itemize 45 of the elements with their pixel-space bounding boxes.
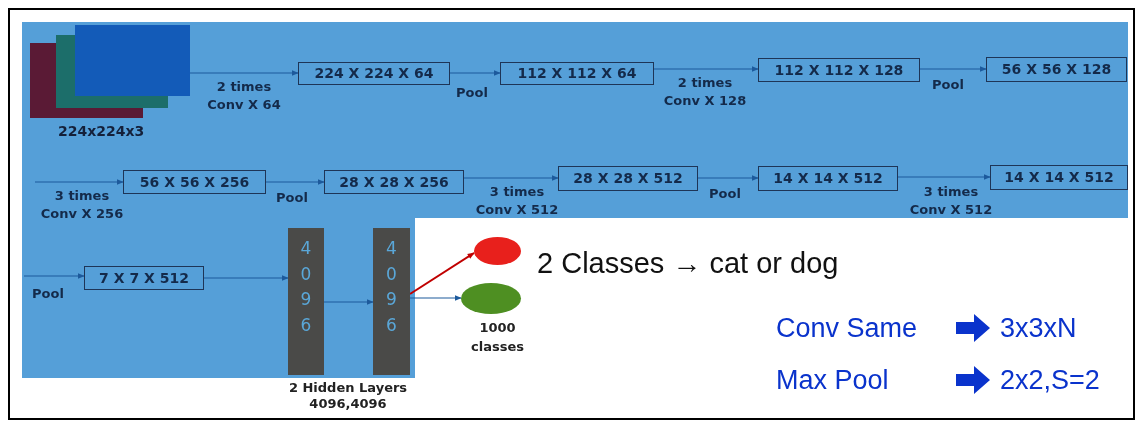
- note-text: Conv Same: [776, 312, 919, 345]
- arrow: [449, 70, 501, 76]
- arrow: [409, 252, 475, 295]
- tensor-shape-box: 56 X 56 X 256: [123, 170, 266, 194]
- tensor-shape-box: 14 X 14 X 512: [758, 166, 898, 191]
- arrow: [697, 175, 759, 181]
- tensor-shape-box: 28 X 28 X 256: [324, 170, 464, 194]
- arrow: [919, 66, 987, 72]
- arrow: [203, 275, 289, 281]
- arrow: [653, 66, 759, 72]
- tensor-shape-box: 112 X 112 X 128: [758, 58, 920, 82]
- edge-label: 2 times Conv X 64: [206, 78, 282, 114]
- tensor-shape-box: 7 X 7 X 512: [84, 266, 204, 290]
- arrow: [265, 179, 325, 185]
- note-text: 2x2,S=2: [1000, 364, 1101, 397]
- tensor-shape-box: 28 X 28 X 512: [558, 166, 698, 191]
- edge-label: Pool: [31, 285, 65, 303]
- arrow: [409, 295, 462, 301]
- arrow: [323, 299, 374, 305]
- output-ellipse: [474, 237, 521, 265]
- note-text: 2 Hidden Layers 4096,4096: [287, 380, 409, 412]
- class-label: 2 Classes → cat or dog: [537, 246, 840, 281]
- note-text: Max Pool: [776, 364, 890, 397]
- arrow: [189, 70, 299, 76]
- edge-label: 3 times Conv X 256: [39, 187, 125, 223]
- edge-label: 3 times Conv X 512: [474, 183, 560, 219]
- tensor-shape-box: 112 X 112 X 64: [500, 62, 654, 85]
- edge-label: Pool: [275, 189, 309, 207]
- output-ellipse: [461, 283, 521, 314]
- edge-label: 2 times Conv X 128: [662, 74, 748, 110]
- arrow: [34, 179, 124, 185]
- tensor-shape-box: 224 X 224 X 64: [298, 62, 450, 85]
- image-size-label: 224x224x3: [58, 122, 145, 141]
- arrow: [897, 174, 991, 180]
- arrow: [23, 273, 85, 279]
- edge-label: Pool: [931, 76, 965, 94]
- edge-label: Pool: [708, 185, 742, 203]
- tensor-shape-box: 14 X 14 X 512: [990, 165, 1128, 190]
- arrow: [463, 175, 559, 181]
- note-text: 3x3xN: [1000, 312, 1078, 345]
- class-label: 1000 classes: [470, 319, 525, 356]
- edge-label: Pool: [455, 84, 489, 102]
- hidden-layer-bar: 4096: [373, 228, 410, 375]
- hidden-layer-bar: 4096: [288, 228, 324, 375]
- tensor-shape-box: 56 X 56 X 128: [986, 57, 1127, 82]
